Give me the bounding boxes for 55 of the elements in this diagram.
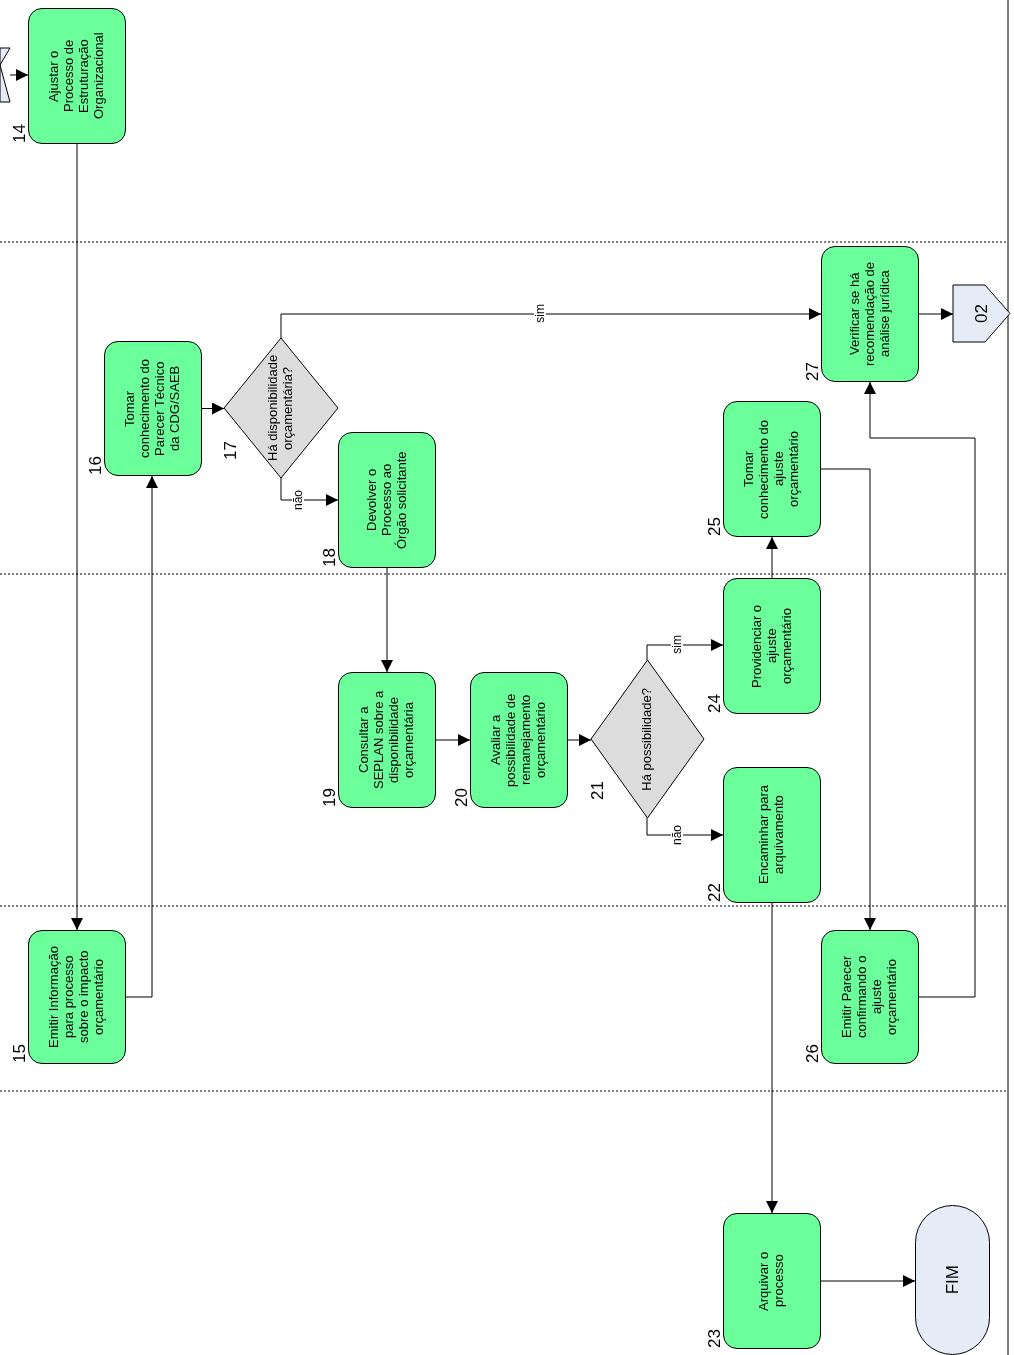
terminal-shape — [915, 1205, 990, 1355]
arrow — [567, 734, 592, 746]
step-number: 27 — [804, 362, 821, 381]
step-number: 24 — [706, 694, 723, 713]
arrow — [766, 536, 778, 579]
edge-label: sim — [671, 633, 683, 656]
arrow — [71, 143, 83, 931]
edge-label: não — [671, 823, 683, 848]
arrow — [864, 381, 976, 998]
edge-label: não — [292, 488, 304, 513]
step-text: Providenciar o ajuste orçamentário — [749, 603, 795, 690]
step-number: 22 — [706, 883, 723, 902]
arrow — [646, 639, 724, 661]
arrow — [820, 468, 876, 931]
step-number: 23 — [706, 1329, 723, 1348]
step-number: 20 — [453, 788, 470, 807]
arrow — [766, 902, 778, 1214]
step-text: Devolver o Processo ao Órgão solicitante — [364, 450, 410, 551]
step-number: 21 — [589, 781, 606, 800]
decision-diamond — [591, 660, 704, 818]
step-number: 26 — [804, 1044, 821, 1063]
off-page-connector — [953, 285, 1010, 342]
arrow — [9, 69, 29, 81]
arrow — [820, 1275, 916, 1287]
step-text: Emitir Parecer confirmando o ajuste orçamentário — [840, 954, 900, 1041]
arrow — [280, 308, 822, 339]
step-number: 17 — [222, 441, 239, 460]
step-text: Verificar se há recomendação de análise jurídica — [847, 261, 893, 367]
arrow — [201, 402, 225, 415]
step-text: Tomar conhecimento do ajuste orçamentário — [742, 418, 802, 521]
step-number: 14 — [11, 124, 28, 143]
arrow — [125, 475, 158, 998]
step-text: Emitir Informação para processo sobre o impacto orçamentário — [47, 945, 107, 1049]
step-number: 16 — [87, 456, 104, 475]
arrow — [918, 308, 954, 320]
step-number: 19 — [321, 788, 338, 807]
decision-diamond — [224, 338, 338, 478]
step-text: Avaliar a possibilidade de remanejamento orçamentário — [489, 692, 549, 789]
step-text: Encaminhar para arquivamento — [757, 784, 787, 887]
arrow — [435, 734, 471, 746]
step-text: Tomar conhecimento do Parecer Técnico da CDG/SAEB — [123, 358, 183, 460]
step-number: 25 — [706, 517, 723, 536]
step-text: Consultar a SEPLAN sobre a disponibilidade orçamentária — [357, 689, 417, 792]
step-text: Arquivar o processo — [757, 1250, 787, 1313]
step-text: Ajustar o Processo de Estruturação Organizacional — [47, 31, 107, 122]
off-page-connector — [0, 48, 10, 102]
step-text: Há possibilidade? — [640, 687, 655, 791]
step-text: FIM — [942, 1265, 963, 1295]
arrow — [381, 567, 393, 673]
edge-label: sim — [534, 302, 546, 325]
step-text: Há disponibilidade orçamentária? — [266, 353, 296, 464]
step-text: 02 — [971, 304, 992, 323]
step-number: 18 — [321, 548, 338, 567]
arrow — [646, 817, 724, 841]
step-number: 15 — [11, 1044, 28, 1063]
